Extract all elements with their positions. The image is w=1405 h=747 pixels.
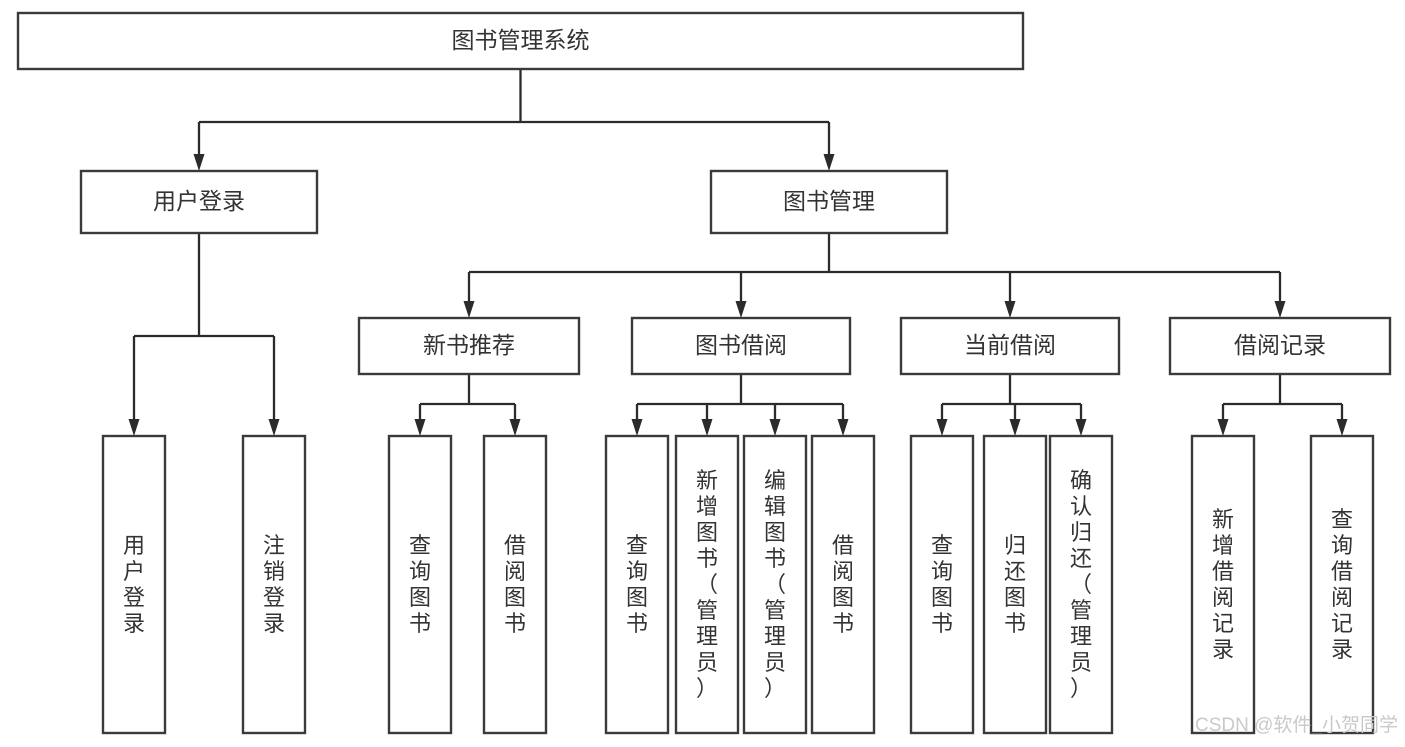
node-leaf10[interactable]: 归还图书 (982, 434, 1048, 735)
node-label-l1b: 图书管理 (783, 188, 875, 214)
node-label-leaf8: 借阅图书 (832, 533, 854, 636)
node-box-leaf1[interactable] (101, 434, 167, 735)
arrow-head-icon (1217, 419, 1229, 436)
node-leaf6[interactable]: 新增图书（管理员） (674, 434, 740, 735)
node-l1b[interactable]: 图书管理 (709, 169, 949, 235)
node-box-l1b[interactable] (709, 169, 949, 235)
arrow-head-icon (701, 419, 713, 436)
node-l2b[interactable]: 图书借阅 (630, 316, 852, 376)
node-leaf3[interactable]: 查询图书 (387, 434, 453, 735)
connector-group-l2c (936, 374, 1087, 436)
node-leaf1[interactable]: 用户登录 (101, 434, 167, 735)
node-box-l2d[interactable] (1168, 316, 1392, 376)
arrow-head-icon (837, 419, 849, 436)
node-box-leaf13[interactable] (1309, 434, 1375, 735)
node-label-leaf12: 新增借阅记录 (1212, 507, 1234, 662)
arrow-head-icon (1274, 301, 1286, 318)
node-box-leaf3[interactable] (387, 434, 453, 735)
node-box-leaf12[interactable] (1190, 434, 1256, 735)
node-box-leaf10[interactable] (982, 434, 1048, 735)
connector-group-l1b (463, 233, 1286, 318)
node-box-l2c[interactable] (899, 316, 1121, 376)
node-box-leaf11[interactable] (1048, 434, 1114, 735)
arrow-head-icon (631, 419, 643, 436)
node-box-leaf9[interactable] (909, 434, 975, 735)
node-leaf13[interactable]: 查询借阅记录 (1309, 434, 1375, 735)
node-leaf11[interactable]: 确认归还（管理员） (1048, 434, 1114, 735)
node-leaf4[interactable]: 借阅图书 (482, 434, 548, 735)
connector-group-l2b (631, 374, 849, 436)
csdn-watermark: CSDN @软件_小贺同学 (1195, 714, 1398, 736)
node-label-l2c: 当前借阅 (964, 332, 1056, 358)
arrow-head-icon (268, 419, 280, 436)
arrow-head-icon (1009, 419, 1021, 436)
node-label-leaf13: 查询借阅记录 (1331, 507, 1353, 662)
node-l1a[interactable]: 用户登录 (79, 169, 319, 235)
node-label-leaf6: 新增图书（管理员） (696, 468, 718, 701)
node-box-l2a[interactable] (357, 316, 581, 376)
node-label-l2a: 新书推荐 (423, 332, 515, 358)
node-leaf8[interactable]: 借阅图书 (810, 434, 876, 735)
connector-group-l2a (414, 374, 521, 436)
arrow-head-icon (1075, 419, 1087, 436)
node-label-leaf3: 查询图书 (409, 533, 431, 636)
arrow-head-icon (463, 301, 475, 318)
node-label-l1a: 用户登录 (153, 188, 245, 214)
connector-layer (128, 69, 1348, 436)
node-label-leaf5: 查询图书 (626, 533, 648, 636)
node-label-root: 图书管理系统 (452, 27, 590, 53)
node-l2c[interactable]: 当前借阅 (899, 316, 1121, 376)
node-leaf7[interactable]: 编辑图书（管理员） (742, 434, 808, 735)
node-box-leaf2[interactable] (241, 434, 307, 735)
node-layer: 图书管理系统用户登录图书管理新书推荐图书借阅当前借阅借阅记录用户登录注销登录查询… (16, 11, 1392, 735)
node-l2a[interactable]: 新书推荐 (357, 316, 581, 376)
node-label-leaf1: 用户登录 (123, 533, 145, 636)
node-box-l1a[interactable] (79, 169, 319, 235)
node-box-root[interactable] (16, 11, 1025, 71)
connector-group-l1a (128, 233, 280, 436)
arrow-head-icon (735, 301, 747, 318)
node-l2d[interactable]: 借阅记录 (1168, 316, 1392, 376)
node-box-leaf8[interactable] (810, 434, 876, 735)
node-box-leaf6[interactable] (674, 434, 740, 735)
arrow-head-icon (1004, 301, 1016, 318)
node-label-leaf10: 归还图书 (1004, 533, 1026, 636)
node-leaf2[interactable]: 注销登录 (241, 434, 307, 735)
arrow-head-icon (936, 419, 948, 436)
node-box-leaf5[interactable] (604, 434, 670, 735)
node-label-leaf11: 确认归还（管理员） (1070, 468, 1092, 701)
node-leaf12[interactable]: 新增借阅记录 (1190, 434, 1256, 735)
node-label-leaf7: 编辑图书（管理员） (764, 468, 786, 701)
node-box-leaf7[interactable] (742, 434, 808, 735)
connector-group-l2d (1217, 374, 1348, 436)
arrow-head-icon (509, 419, 521, 436)
node-leaf5[interactable]: 查询图书 (604, 434, 670, 735)
arrow-head-icon (1336, 419, 1348, 436)
arrow-head-icon (128, 419, 140, 436)
node-label-leaf9: 查询图书 (931, 533, 953, 636)
node-leaf9[interactable]: 查询图书 (909, 434, 975, 735)
node-label-leaf2: 注销登录 (263, 533, 285, 636)
arrow-head-icon (769, 419, 781, 436)
connector-group-root (193, 69, 835, 171)
arrow-head-icon (193, 154, 205, 171)
node-box-l2b[interactable] (630, 316, 852, 376)
node-label-l2b: 图书借阅 (695, 332, 787, 358)
node-label-leaf4: 借阅图书 (504, 533, 526, 636)
arrow-head-icon (823, 154, 835, 171)
node-label-l2d: 借阅记录 (1234, 332, 1326, 358)
node-root[interactable]: 图书管理系统 (16, 11, 1025, 71)
node-box-leaf4[interactable] (482, 434, 548, 735)
arrow-head-icon (414, 419, 426, 436)
